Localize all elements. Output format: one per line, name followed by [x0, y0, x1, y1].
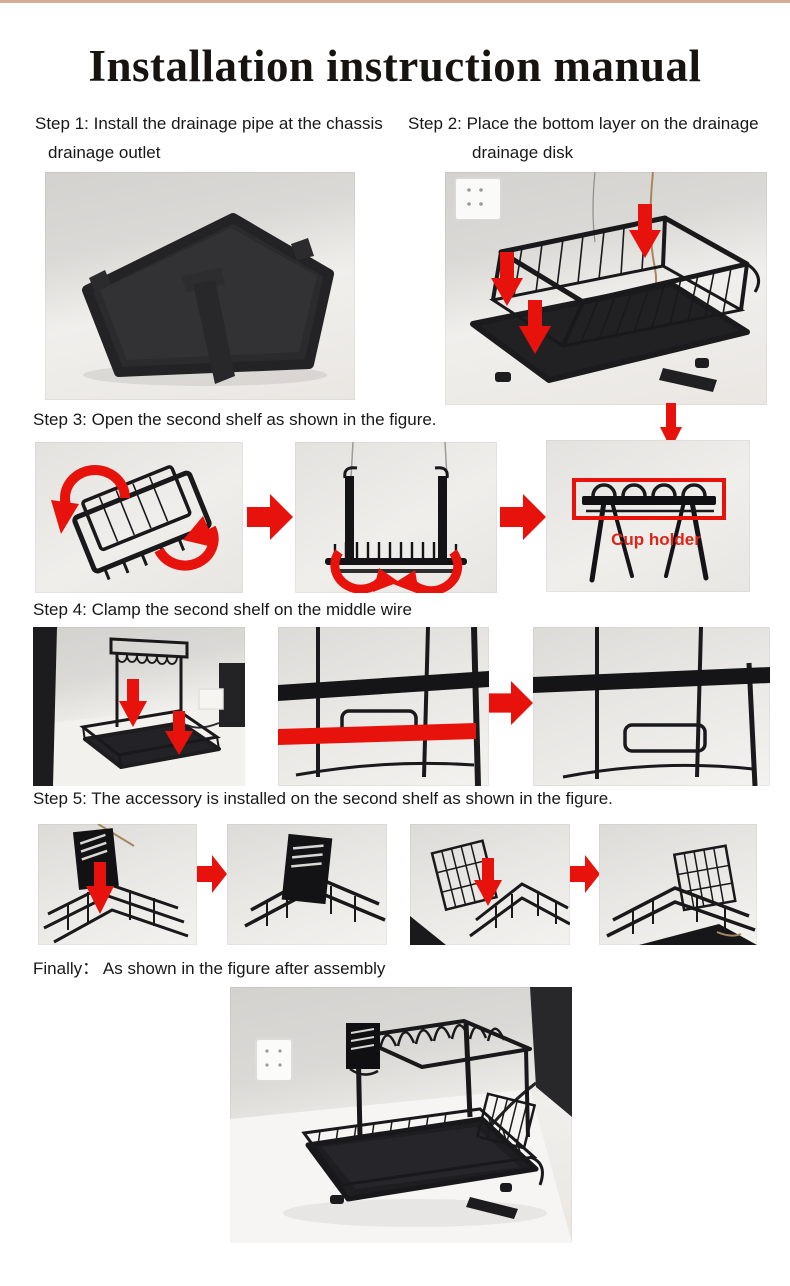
red-arrow-down-icon: [629, 204, 661, 258]
wall-outlet-icon: [255, 1038, 293, 1082]
step4-middle-wire-closeup-photo: [278, 627, 489, 786]
page-title: Installation instruction manual: [88, 41, 702, 91]
step1-drain-tray-photo: [45, 172, 355, 400]
assembly-illustration: [33, 627, 245, 786]
red-arrow-right-icon: [197, 855, 227, 893]
step2-basket-on-tray-photo: [445, 172, 767, 405]
clamped-wire-illustration: [533, 627, 770, 786]
red-arrow-down-icon: [165, 711, 193, 755]
step3-text: Step 3: Open the second shelf as shown i…: [33, 410, 437, 429]
step5-wire-accessory-photo: [410, 824, 570, 945]
step1-text-line1: Step 1: Install the drainage pipe at the…: [35, 114, 383, 133]
step3-cup-holder-photo: Cup holder: [546, 440, 750, 592]
cup-holder-label: Cup holder: [611, 530, 701, 549]
wire-accessory-illustration: [410, 839, 570, 945]
red-arrow-right-icon: [247, 494, 293, 540]
utensil-holder-illustration: [43, 824, 189, 944]
folded-shelf-illustration: [51, 465, 219, 581]
final-assembled-rack-photo: [230, 987, 572, 1243]
step5-text: Step 5: The accessory is installed on th…: [33, 789, 613, 808]
red-arrow-down-icon: [660, 403, 682, 449]
red-highlight-bar: [278, 723, 476, 745]
step5-wire-accessory-installed-photo: [599, 824, 757, 945]
basket-placement-illustration: [454, 172, 761, 392]
red-arrow-down-icon: [119, 679, 147, 727]
red-arrow-right-icon: [500, 494, 546, 540]
drain-tray-illustration: [82, 213, 334, 386]
assembled-rack-illustration: [230, 987, 572, 1243]
red-arrow-down-icon: [86, 862, 114, 914]
step3-folded-shelf-photo: [35, 442, 243, 593]
step5-utensil-holder-installed-photo: [227, 824, 387, 945]
step5-utensil-holder-photo: [38, 824, 197, 945]
top-border-line: [0, 0, 790, 3]
utensil-holder-installed-illustration: [244, 833, 386, 928]
step1-text-line2: drainage outlet: [48, 143, 161, 162]
red-arrow-down-icon: [519, 300, 551, 354]
red-arrow-down-icon: [491, 252, 523, 306]
step4-text: Step 4: Clamp the second shelf on the mi…: [33, 600, 412, 619]
wall-outlet-icon: [454, 177, 502, 221]
step3-opened-shelf-photo: [295, 442, 497, 593]
middle-wire-illustration: [278, 627, 489, 786]
opened-shelf-illustration: [325, 442, 467, 593]
wire-accessory-installed-illustration: [606, 844, 757, 945]
red-arrow-right-icon: [489, 681, 533, 725]
red-arrow-right-icon: [570, 855, 600, 893]
step4-assembly-photo: [33, 627, 245, 786]
red-arrow-down-icon: [474, 858, 502, 906]
finally-text: Finally： As shown in the figure after as…: [33, 959, 386, 978]
step4-clamped-closeup-photo: [533, 627, 770, 786]
step2-text-line1: Step 2: Place the bottom layer on the dr…: [408, 114, 759, 133]
cup-holder-illustration: [572, 478, 726, 583]
step2-text-line2: drainage disk: [472, 143, 574, 162]
